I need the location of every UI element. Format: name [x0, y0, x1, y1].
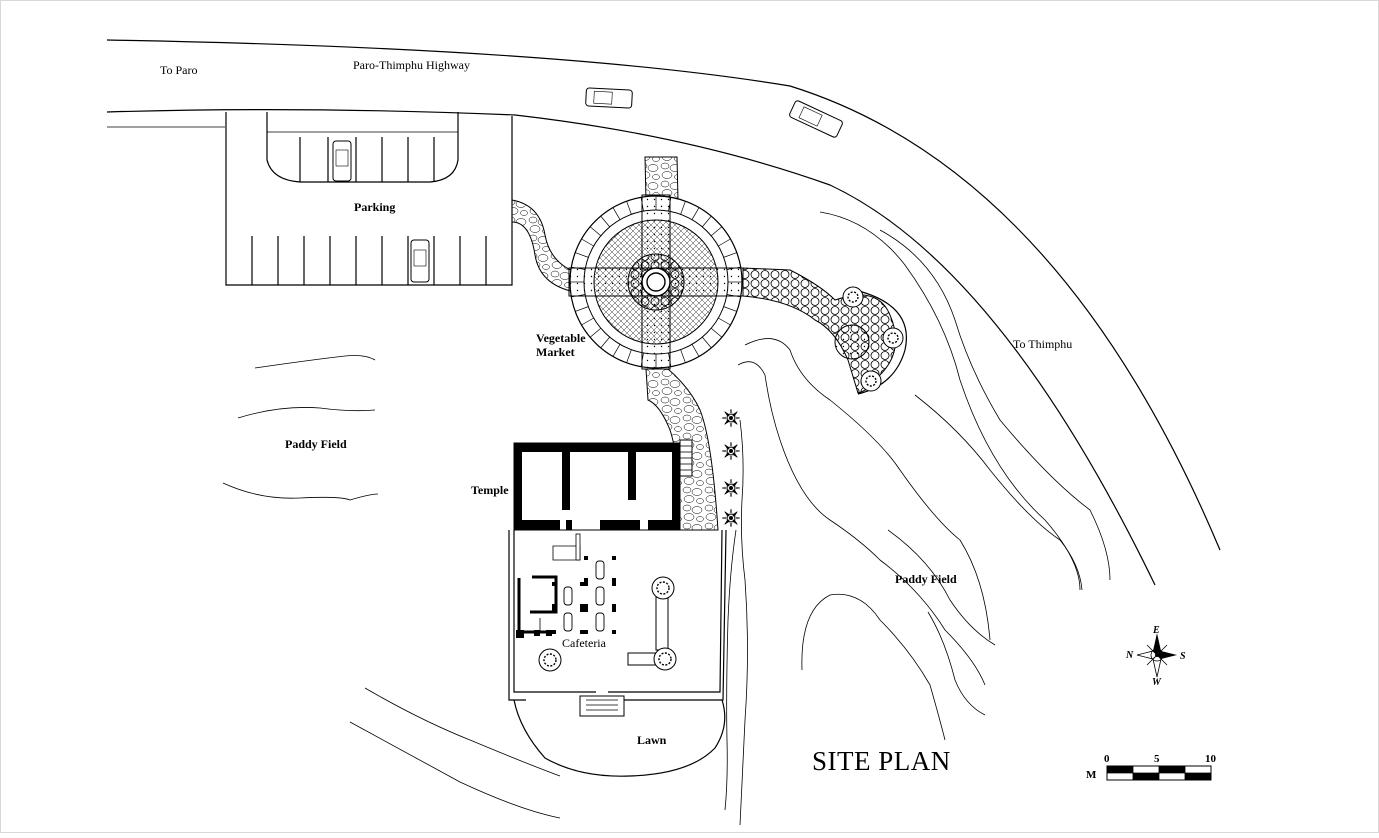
tree-icon — [651, 576, 675, 600]
label-highway: Paro-Thimphu Highway — [353, 58, 470, 72]
tree-icon — [842, 286, 864, 308]
cafeteria — [508, 529, 727, 701]
shrub-icon — [721, 441, 741, 461]
label-parking: Parking — [354, 200, 395, 214]
label-to-thimphu: To Thimphu — [1013, 337, 1072, 351]
label-vegetable-market-2: Market — [536, 345, 575, 359]
compass-n: N — [1125, 650, 1134, 661]
shrub-icon — [721, 478, 741, 498]
table-icon — [552, 582, 584, 608]
garden-circle — [834, 324, 870, 360]
scale-tick-5: 5 — [1154, 753, 1160, 765]
scale-bar — [1106, 765, 1212, 781]
stone-path — [511, 199, 576, 293]
contour-lines — [724, 211, 1111, 826]
tree-icon — [538, 648, 562, 672]
compass-e: E — [1152, 625, 1160, 636]
label-lawn: Lawn — [637, 733, 667, 747]
table-icon — [584, 556, 616, 582]
compass-w: W — [1152, 677, 1162, 688]
label-paddy-field-right: Paddy Field — [895, 572, 957, 586]
tree-icon — [653, 647, 677, 671]
car-icon — [332, 140, 352, 182]
compass-rose-icon — [1136, 633, 1177, 678]
table-icon — [584, 582, 616, 608]
temple — [513, 439, 693, 531]
label-temple: Temple — [471, 483, 509, 497]
car-icon — [585, 87, 633, 109]
compass-s: S — [1180, 651, 1186, 662]
shrub-icon — [721, 408, 741, 528]
highway — [106, 39, 1221, 586]
label-cafeteria: Cafeteria — [562, 636, 607, 650]
shrub-icon — [721, 508, 741, 528]
car-icon — [789, 100, 843, 138]
table-icon — [584, 608, 616, 634]
shrub-icon — [721, 408, 741, 428]
tree-icon — [860, 370, 882, 392]
site-plan-title: SITE PLAN — [812, 746, 951, 776]
contour-lines — [222, 355, 561, 819]
label-paddy-field-left: Paddy Field — [285, 437, 347, 451]
tree-icon — [882, 327, 904, 349]
car-icon — [410, 239, 430, 283]
scale-tick-0: 0 — [1104, 753, 1110, 765]
table-icon — [552, 556, 616, 634]
vegetable-market — [568, 194, 744, 370]
lawn-boundary — [513, 699, 726, 777]
table-icon — [552, 608, 584, 634]
label-vegetable-market-1: Vegetable — [536, 331, 586, 345]
stone-path — [644, 156, 679, 201]
scale-unit: M — [1086, 769, 1097, 781]
entrance-steps — [579, 695, 625, 717]
parking-lot — [225, 112, 513, 286]
scale-tick-10: 10 — [1205, 753, 1217, 765]
label-to-paro: To Paro — [160, 63, 198, 77]
